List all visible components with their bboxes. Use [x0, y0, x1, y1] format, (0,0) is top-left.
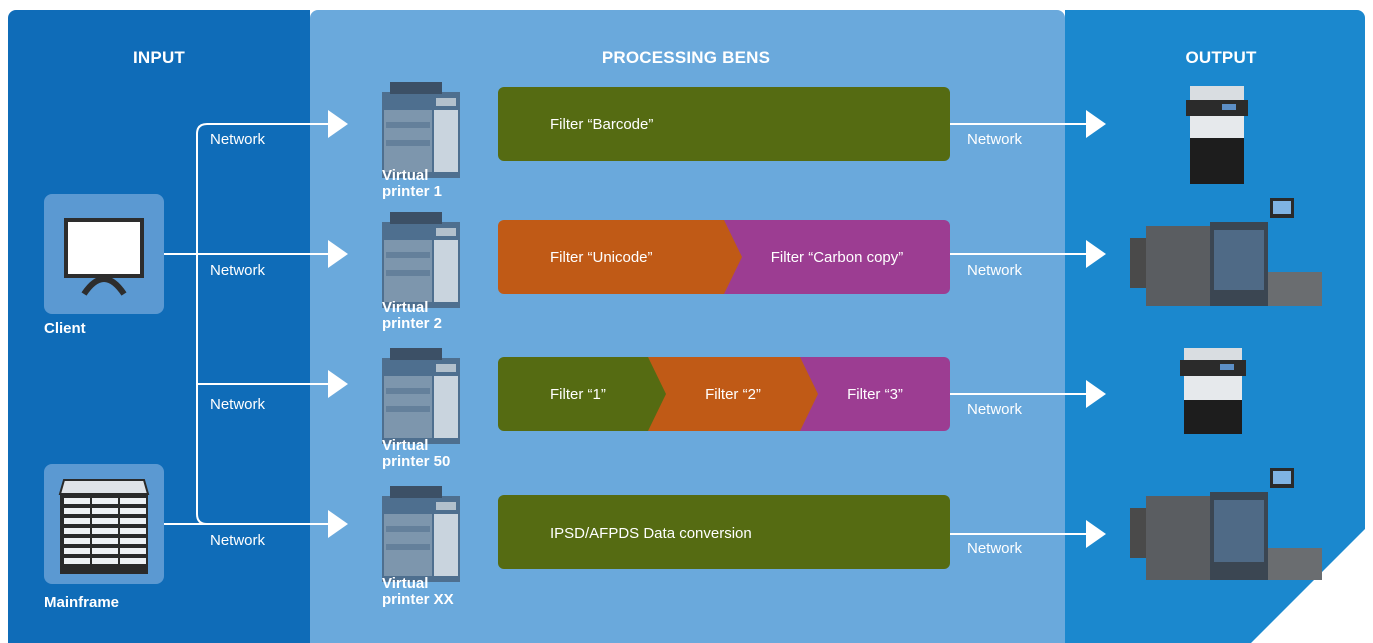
bus-line — [196, 123, 328, 525]
filter-label: Filter “Barcode” — [550, 115, 654, 133]
network-label-in-3: Network — [210, 396, 266, 413]
filter-label: Filter “Unicode” — [550, 248, 653, 266]
network-label-out-1: Network — [967, 131, 1023, 148]
filter-1: Filter “1” — [498, 357, 666, 431]
arrow-head-out-2 — [1086, 240, 1106, 268]
arrow-head-out-3 — [1086, 380, 1106, 408]
filter-2: Filter “2” — [648, 357, 818, 431]
arrow-head-in-4 — [328, 510, 348, 538]
mainframe-label: Mainframe — [44, 594, 120, 611]
network-label-out-4: Network — [967, 540, 1023, 557]
production-press-icon-2 — [1130, 468, 1322, 580]
office-printer-icon-2 — [1180, 348, 1246, 434]
arrow-head-in-1 — [328, 110, 348, 138]
client-tile — [44, 194, 164, 314]
virtual-printer-label-1: Virtual printer 1 — [382, 167, 443, 200]
mainframe-tile — [44, 464, 164, 584]
network-label-in-4: Network — [210, 532, 266, 549]
office-printer-icon-1 — [1186, 86, 1248, 184]
filter-label: Filter “Carbon copy” — [770, 248, 904, 266]
processing-heading: PROCESSING BENS — [601, 48, 771, 67]
filter-unicode: Filter “Unicode” — [498, 220, 742, 294]
network-label-in-2: Network — [210, 262, 266, 279]
production-press-icon-1 — [1130, 198, 1322, 306]
virtual-printer-label-3: Virtual printer 50 — [382, 437, 451, 470]
client-label: Client — [44, 320, 86, 337]
network-label-out-2: Network — [967, 262, 1023, 279]
server-rack-icon — [58, 479, 150, 574]
input-heading: INPUT — [133, 48, 185, 67]
filter-carbon-copy: Filter “Carbon copy” — [724, 220, 950, 294]
arrow-head-in-2 — [328, 240, 348, 268]
filter-3: Filter “3” — [800, 357, 950, 431]
filter-label: Filter “3” — [847, 385, 903, 403]
arrow-head-out-1 — [1086, 110, 1106, 138]
monitor-icon — [64, 218, 144, 296]
arrow-head-in-3 — [328, 370, 348, 398]
network-label-out-3: Network — [967, 401, 1023, 418]
network-label-in-1: Network — [210, 131, 266, 148]
virtual-printer-label-2: Virtual printer 2 — [382, 299, 443, 332]
output-heading: OUTPUT — [1185, 48, 1257, 67]
filter-barcode: Filter “Barcode” — [498, 87, 950, 161]
filter-label: Filter “1” — [550, 385, 606, 403]
filter-data-conversion: IPSD/AFPDS Data conversion — [498, 495, 950, 569]
filter-label: Filter “2” — [705, 385, 761, 403]
virtual-printer-label-4: Virtual printer XX — [382, 575, 454, 608]
arrow-head-out-4 — [1086, 520, 1106, 548]
filter-label: IPSD/AFPDS Data conversion — [550, 525, 752, 542]
